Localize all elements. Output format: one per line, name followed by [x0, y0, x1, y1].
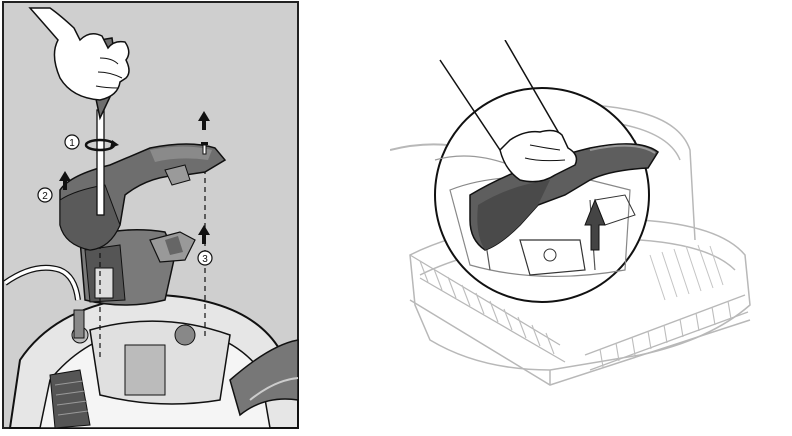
step-label-3: 3 — [197, 250, 213, 266]
left-illustration-panel: 1 2 3 — [0, 0, 300, 431]
step-label-2: 2 — [37, 187, 53, 203]
brush-fins — [649, 244, 724, 301]
cable-left — [3, 266, 80, 301]
tracks — [409, 254, 749, 371]
hand-left — [28, 7, 130, 101]
right-illustration — [389, 39, 751, 386]
robot-body-left — [8, 293, 299, 429]
right-illustration-panel — [389, 39, 780, 430]
hand-right — [439, 39, 578, 183]
svg-text:2: 2 — [42, 191, 48, 202]
up-arrow-lower — [198, 225, 210, 244]
track-treads — [419, 260, 732, 368]
up-arrow-screw — [198, 111, 210, 130]
step-label-1: 1 — [64, 134, 80, 150]
up-arrows — [59, 111, 210, 244]
screw-icon — [201, 142, 208, 155]
motor-housing — [79, 229, 196, 306]
lift-arrow — [584, 198, 606, 251]
svg-text:3: 3 — [202, 254, 208, 265]
up-arrow-cover — [59, 171, 71, 190]
left-illustration: 1 2 3 — [2, 1, 299, 429]
rotation-arrow — [84, 138, 119, 152]
svg-text:1: 1 — [69, 138, 75, 149]
